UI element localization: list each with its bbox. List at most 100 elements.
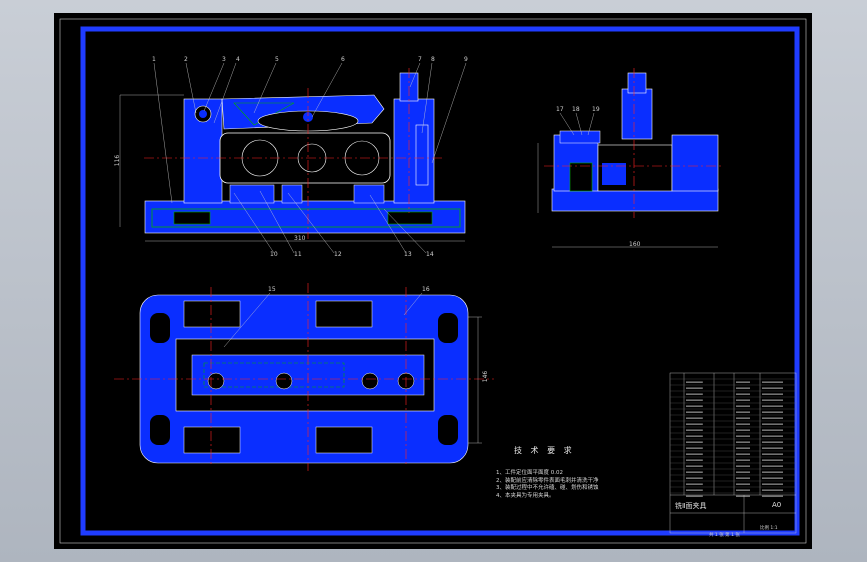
parts-list-cell (686, 489, 703, 491)
parts-list-cell (736, 495, 750, 497)
parts-list-cell (736, 429, 750, 431)
parts-list-cell (686, 453, 703, 455)
parts-list-cell (686, 393, 703, 395)
parts-list-cell (736, 471, 750, 473)
parts-list-cell (736, 465, 750, 467)
dim-plan-height: 146 (482, 370, 490, 383)
parts-list-cell (762, 495, 783, 497)
callout-4: 4 (236, 56, 240, 63)
parts-list-cell (686, 381, 703, 383)
callout-10: 10 (270, 251, 278, 258)
side-view (537, 68, 724, 248)
parts-list-cell (686, 447, 703, 449)
callout-9: 9 (464, 56, 468, 63)
callout-8: 8 (431, 56, 435, 63)
parts-list-cell (736, 441, 750, 443)
inner-frame (80, 26, 800, 536)
parts-list-cell (762, 411, 783, 413)
parts-list-cell (762, 489, 783, 491)
parts-list-cell (736, 411, 750, 413)
plan-view (114, 283, 494, 471)
parts-list-cell (686, 495, 703, 497)
callout-17: 17 (556, 106, 564, 113)
parts-list-cell (686, 459, 703, 461)
parts-list-cell (736, 393, 750, 395)
parts-list-cell (762, 483, 783, 485)
title-block-scale: 比例 1:1 (760, 526, 778, 531)
parts-list-cell (736, 387, 750, 389)
parts-list-cell (762, 405, 783, 407)
callout-7: 7 (418, 56, 422, 63)
parts-list-cell (686, 399, 703, 401)
parts-list-cell (762, 393, 783, 395)
cad-drawing (59, 18, 807, 544)
parts-list-cell (736, 405, 750, 407)
parts-list-cell (736, 483, 750, 485)
parts-list-cell (736, 477, 750, 479)
tech-item-2: 2、装配前应清除零件表面毛刺并清洗干净 (496, 477, 599, 484)
parts-list-cell (762, 477, 783, 479)
parts-list-cell (736, 381, 750, 383)
parts-list-cell (686, 465, 703, 467)
callout-13: 13 (404, 251, 412, 258)
parts-list-cell (686, 483, 703, 485)
parts-list-cell (686, 435, 703, 437)
callout-2: 2 (184, 56, 188, 63)
dim-front-width: 310 (294, 235, 306, 242)
callout-12: 12 (334, 251, 342, 258)
parts-list-cell (686, 417, 703, 419)
callout-1: 1 (152, 56, 156, 63)
parts-list-cell (762, 441, 783, 443)
dim-side-width: 160 (629, 241, 641, 248)
parts-list-cell (762, 399, 783, 401)
parts-list-cell (736, 447, 750, 449)
tech-item-4: 4、本夹具为专用夹具。 (496, 492, 555, 499)
callout-18: 18 (572, 106, 580, 113)
parts-list-cell (686, 477, 703, 479)
callout-11: 11 (294, 251, 302, 258)
callout-3: 3 (222, 56, 226, 63)
parts-list-cell (762, 381, 783, 383)
front-view (119, 62, 467, 254)
parts-list-cell (736, 459, 750, 461)
parts-list-cell (736, 435, 750, 437)
parts-list-cell (736, 399, 750, 401)
parts-list-cell (686, 387, 703, 389)
callout-6: 6 (341, 56, 345, 63)
title-block (669, 372, 797, 534)
parts-list-cell (736, 453, 750, 455)
title-block-title: 铣Ⅱ面夹具 (675, 502, 707, 510)
callout-15: 15 (268, 286, 276, 293)
tech-requirements-title: 技 术 要 求 (514, 446, 575, 455)
parts-list-cell (762, 423, 783, 425)
parts-list-cell (686, 441, 703, 443)
dim-front-height: 116 (114, 154, 122, 167)
parts-list-cell (762, 465, 783, 467)
parts-list-cell (736, 489, 750, 491)
tech-item-1: 1、工件定位面平面度 0.02 (496, 470, 563, 476)
callout-5: 5 (275, 56, 279, 63)
parts-list-cell (762, 435, 783, 437)
parts-list-cell (762, 447, 783, 449)
parts-list-cell (762, 417, 783, 419)
title-block-sheet-size: A0 (772, 501, 782, 509)
title-block-desc: 共 1 张 第 1 张 (709, 533, 740, 538)
callout-16: 16 (422, 286, 430, 293)
parts-list-cell (762, 459, 783, 461)
parts-list-cell (686, 471, 703, 473)
parts-list-cell (736, 417, 750, 419)
parts-list-cell (762, 429, 783, 431)
tech-item-3: 3、装配过程中不允许磕、碰、划伤和锈蚀 (496, 485, 599, 492)
outer-frame (59, 18, 807, 544)
callout-14: 14 (426, 251, 434, 258)
parts-list-cell (686, 411, 703, 413)
tech-requirements-list: 1、工件定位面平面度 0.02 2、装配前应清除零件表面毛刺并清洗干净 3、装配… (496, 470, 599, 500)
callout-19: 19 (592, 106, 600, 113)
parts-list-cell (762, 453, 783, 455)
parts-list-cell (686, 423, 703, 425)
parts-list-cell (762, 471, 783, 473)
parts-list-cell (762, 387, 783, 389)
parts-list-cell (686, 405, 703, 407)
parts-list-cell (686, 429, 703, 431)
drawing-sheet: 1 2 3 4 5 6 7 8 9 10 11 12 13 14 17 18 1… (54, 13, 812, 549)
